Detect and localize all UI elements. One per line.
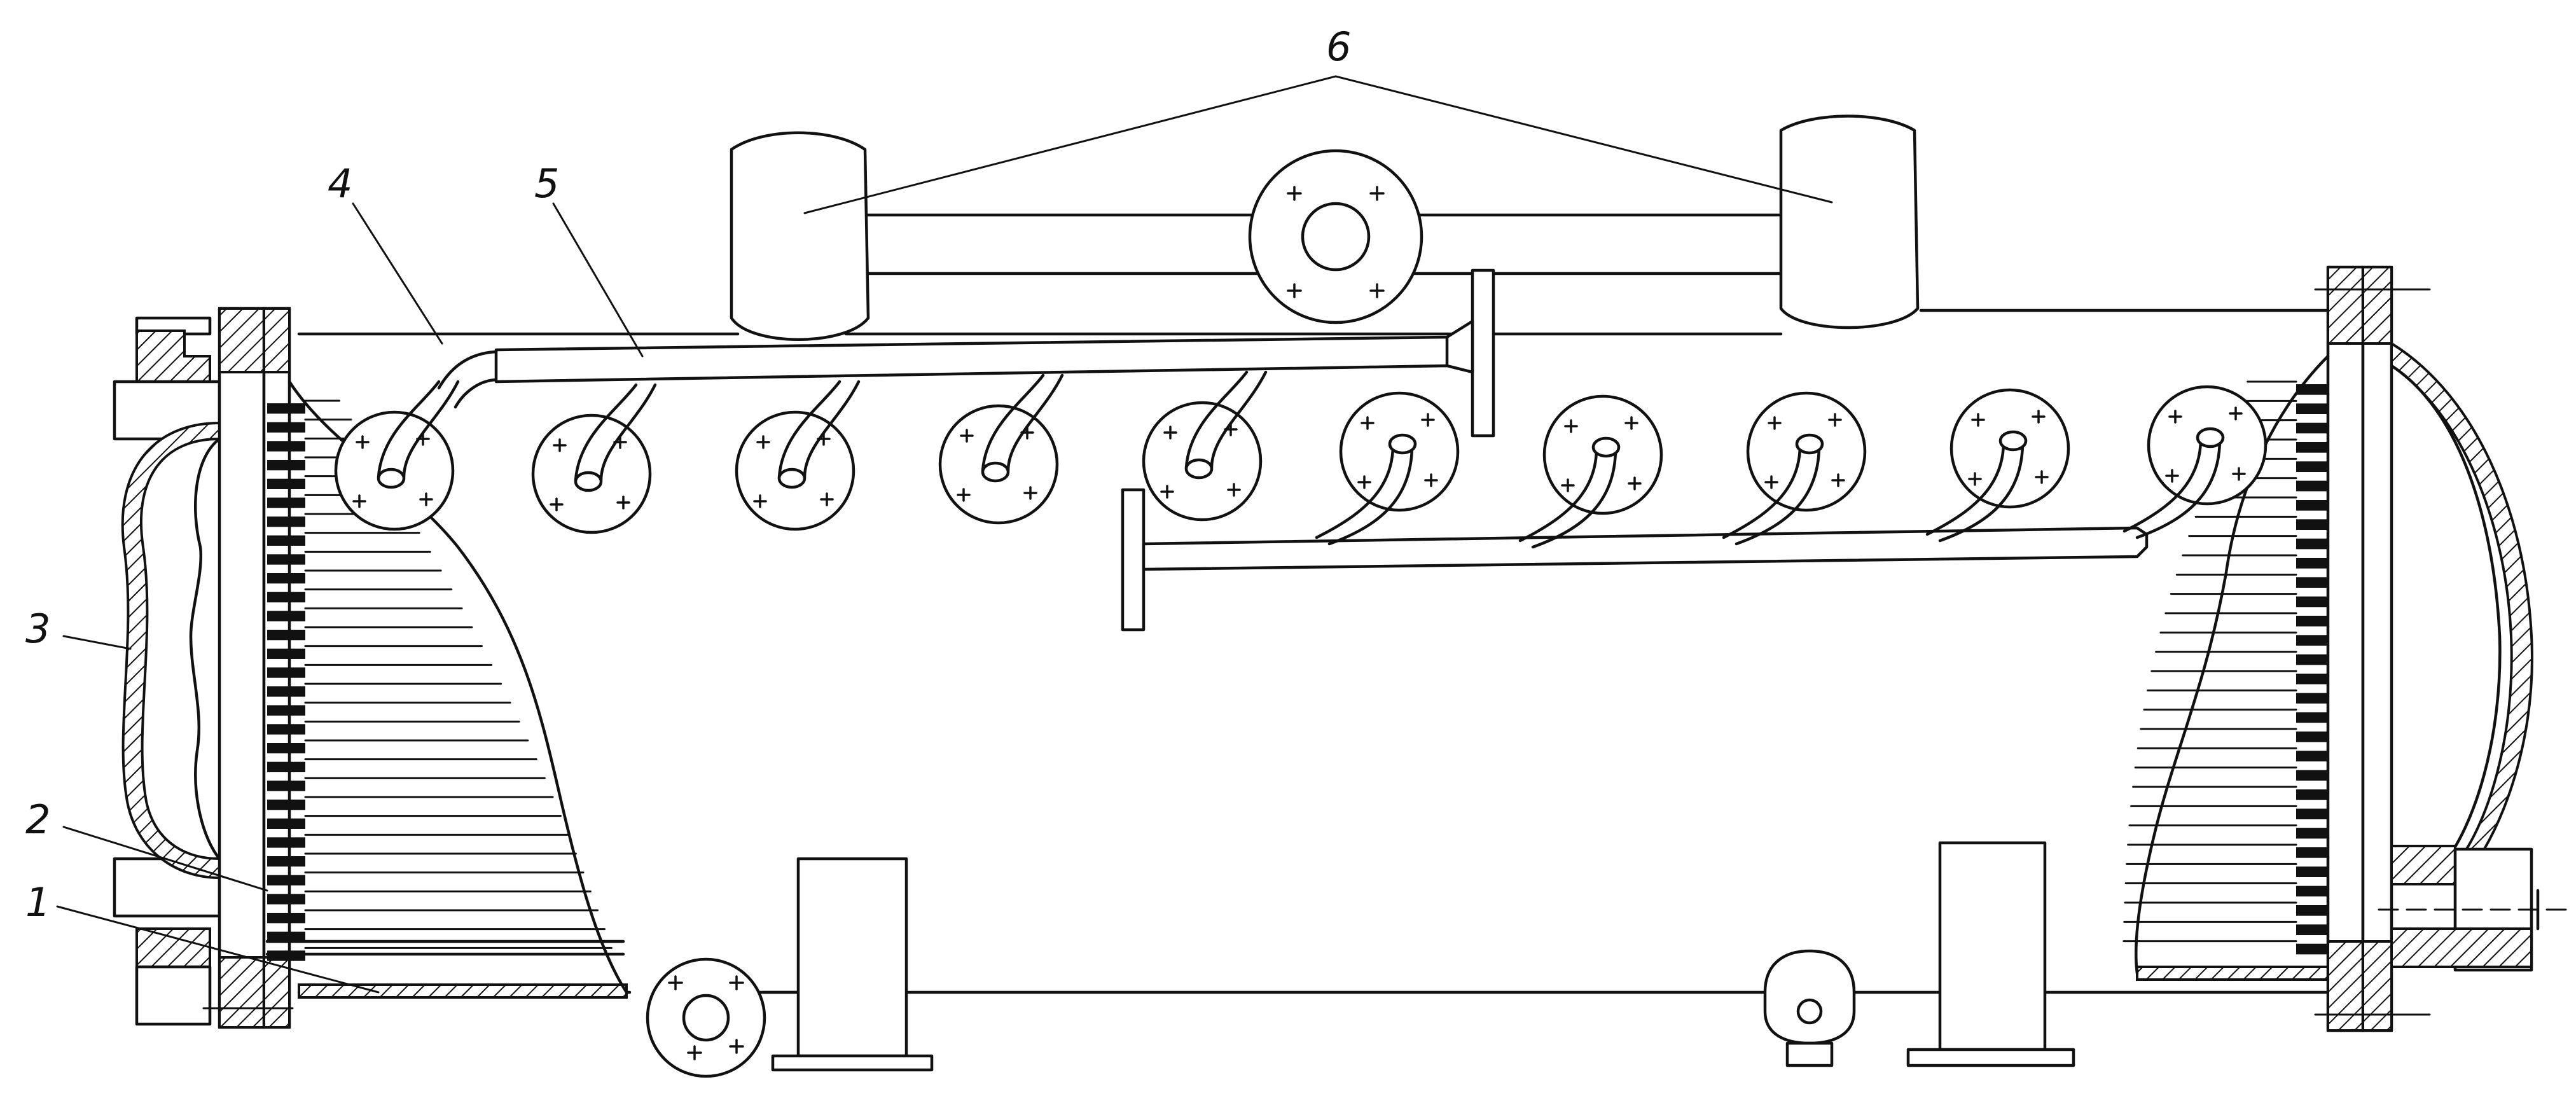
tube-end — [2296, 403, 2328, 415]
tube-end — [267, 894, 305, 905]
tube-end — [2296, 461, 2328, 473]
tube-end — [2296, 751, 2328, 762]
nozzle-flange — [2122, 385, 2268, 539]
bottom-fittings — [646, 841, 2075, 1078]
labels: 6 4 5 3 2 1 — [25, 24, 1351, 926]
tube-end — [267, 441, 305, 452]
nozzle-flange — [735, 380, 861, 531]
tube-end — [2296, 693, 2328, 704]
shell-body — [297, 309, 2355, 999]
tube-end — [2296, 442, 2328, 453]
tube-end — [267, 724, 305, 735]
right-tube-bundle — [2122, 354, 2330, 975]
tube-end — [267, 554, 305, 565]
tube-end — [267, 913, 305, 924]
tube-end — [2296, 616, 2328, 627]
tube-end — [2296, 712, 2328, 723]
nozzle-flange — [334, 380, 460, 531]
tube-end — [2296, 808, 2328, 820]
tube-end — [267, 630, 305, 641]
tube-end — [2296, 558, 2328, 569]
tube-end — [2296, 422, 2328, 434]
tube-end — [2296, 732, 2328, 742]
leader-lines — [56, 75, 1833, 994]
tube-end — [267, 705, 305, 716]
dome-left — [730, 131, 870, 341]
tube-end — [2296, 885, 2328, 897]
tube-end — [267, 931, 305, 942]
tube-end — [2296, 480, 2328, 492]
nozzle-flange — [1518, 394, 1663, 549]
saddle-support-left — [796, 857, 908, 1058]
tube-end — [2296, 905, 2328, 916]
drain-fitting-right — [1763, 949, 1856, 1045]
tube-end — [267, 478, 305, 489]
tube-end — [267, 460, 305, 471]
head-wall — [121, 421, 221, 880]
tube-end — [2296, 770, 2328, 781]
nozzle-flange — [938, 373, 1064, 525]
label-2: 2 — [25, 796, 50, 843]
tube-end — [267, 573, 305, 584]
right-head-wall — [2390, 341, 2533, 891]
tube-end — [267, 592, 305, 602]
tube-end — [2296, 538, 2328, 550]
lower-manifold — [1121, 488, 2149, 632]
label-6: 6 — [1326, 24, 1351, 70]
tube-end — [2296, 924, 2328, 936]
shell-wall-section — [298, 983, 628, 999]
tube-end — [267, 950, 305, 961]
nozzle-flange — [1315, 391, 1460, 546]
tube-end — [2296, 654, 2328, 665]
tube-end — [2296, 943, 2328, 955]
tube-end — [267, 611, 305, 621]
nozzle-flange — [531, 383, 657, 534]
steam-header — [730, 114, 1920, 438]
label-5: 5 — [534, 160, 559, 207]
tube-end — [2296, 828, 2328, 839]
dome-right — [1779, 114, 1920, 330]
tube-end — [267, 517, 305, 527]
tube-end — [267, 667, 305, 678]
left-tube-bundle — [265, 380, 628, 994]
tube-end — [267, 686, 305, 697]
tube-end — [267, 837, 305, 848]
tube-end — [267, 818, 305, 829]
tube-end — [2296, 635, 2328, 646]
tube-end — [2296, 577, 2328, 588]
tube-end — [267, 422, 305, 433]
tube-end — [267, 743, 305, 754]
tube-end — [2296, 519, 2328, 531]
nozzle-flange — [1722, 391, 1867, 546]
label-4: 4 — [328, 160, 352, 207]
tube-end — [267, 800, 305, 810]
right-head — [2314, 265, 2571, 1032]
tube-end — [267, 535, 305, 546]
left-head — [113, 307, 294, 1029]
tube-end — [2296, 789, 2328, 800]
tube-end — [267, 875, 305, 885]
label-3: 3 — [25, 606, 50, 652]
label-1: 1 — [25, 879, 50, 926]
shell-wall-section-right — [2136, 966, 2355, 981]
tube-end — [2296, 596, 2328, 607]
nozzle-row — [334, 370, 2268, 549]
saddle-support-right — [1938, 841, 2047, 1051]
tube-end — [267, 761, 305, 772]
tube-end — [2296, 866, 2328, 878]
tube-end — [267, 856, 305, 867]
tube-end — [267, 403, 305, 414]
upper-manifold — [437, 319, 1474, 409]
nozzle-flange — [1142, 370, 1268, 522]
tube-end — [267, 648, 305, 659]
nozzle-flange — [1925, 388, 2070, 543]
tube-end — [267, 780, 305, 791]
tube-end — [2296, 384, 2328, 395]
tube-end — [2296, 674, 2328, 684]
tube-end — [267, 497, 305, 508]
tube-end — [2296, 500, 2328, 511]
tube-end — [2296, 847, 2328, 858]
